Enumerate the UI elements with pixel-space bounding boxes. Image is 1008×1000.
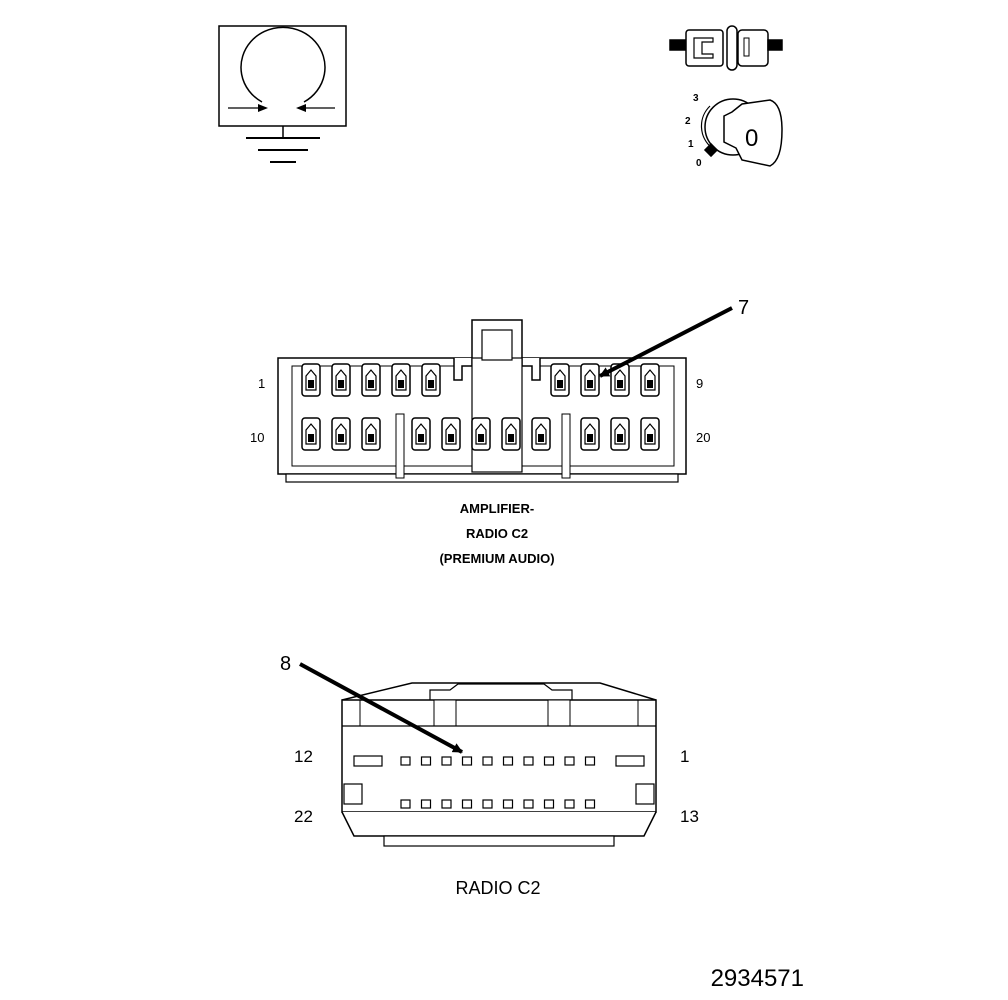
pin-cavity bbox=[640, 417, 660, 451]
callout-7-arrow bbox=[599, 306, 733, 378]
pin-slot bbox=[584, 756, 596, 766]
pin-slot bbox=[584, 799, 596, 809]
callout-7: 7 bbox=[738, 297, 749, 319]
pin-cavity bbox=[610, 417, 630, 451]
ignition-pos-0: 0 bbox=[696, 158, 702, 169]
pin-cavity bbox=[391, 363, 411, 397]
radio-pin-label-bottom-right: 13 bbox=[680, 807, 699, 826]
amp-caption-line-1: AMPLIFIER- bbox=[460, 501, 534, 516]
pin-slot bbox=[564, 799, 575, 809]
pin-slot bbox=[502, 756, 514, 766]
radio-connector: 12 1 22 13 8 RADIO C2 bbox=[280, 653, 699, 898]
pin-cavity bbox=[331, 363, 351, 397]
pin-slot bbox=[461, 799, 473, 809]
pin-slot bbox=[353, 755, 383, 767]
pin-slot bbox=[400, 799, 411, 809]
pin-slot bbox=[400, 756, 411, 766]
ignition-pos-1: 1 bbox=[688, 139, 694, 150]
pin-cavity bbox=[501, 417, 521, 451]
pin-slot bbox=[420, 756, 432, 766]
pin-slot bbox=[482, 799, 493, 809]
plug-symbol-icon bbox=[669, 25, 783, 71]
amp-caption-line-3: (PREMIUM AUDIO) bbox=[439, 551, 554, 566]
pin-cavity bbox=[361, 417, 381, 451]
radio-pin-label-bottom-left: 22 bbox=[294, 807, 313, 826]
pin-cavity bbox=[580, 363, 600, 397]
pin-slot bbox=[523, 799, 534, 809]
amp-pin-label-top-right: 9 bbox=[696, 376, 703, 391]
pin-cavity bbox=[411, 417, 431, 451]
pin-slot bbox=[543, 756, 555, 766]
pin-cavity bbox=[331, 417, 351, 451]
pin-slot bbox=[523, 756, 534, 766]
pin-cavity bbox=[471, 417, 491, 451]
callout-8: 8 bbox=[280, 653, 291, 675]
amp-caption-line-2: RADIO C2 bbox=[466, 526, 528, 541]
pin-slot bbox=[461, 756, 473, 766]
figure-number: 2934571 bbox=[711, 965, 804, 992]
pin-slot bbox=[441, 799, 452, 809]
pin-slot bbox=[482, 756, 493, 766]
pin-cavity bbox=[580, 417, 600, 451]
ground-symbol-icon bbox=[218, 25, 347, 163]
ignition-pos-3: 3 bbox=[693, 93, 699, 104]
radio-caption: RADIO C2 bbox=[455, 878, 540, 898]
amp-pin-label-top-left: 1 bbox=[258, 376, 265, 391]
pin-cavity bbox=[301, 363, 321, 397]
pin-cavity bbox=[361, 363, 381, 397]
pin-slot bbox=[615, 755, 645, 767]
pin-slot bbox=[420, 799, 432, 809]
ignition-key-symbol: 0 bbox=[745, 125, 758, 152]
pin-slot bbox=[564, 756, 575, 766]
radio-pin-label-top-left: 12 bbox=[294, 747, 313, 766]
ignition-key-icon: 3 2 1 0 0 bbox=[685, 93, 783, 169]
pin-slot bbox=[502, 799, 514, 809]
pin-slot bbox=[543, 799, 555, 809]
pin-cavity bbox=[550, 363, 570, 397]
pin-cavity bbox=[441, 417, 461, 451]
amplifier-connector: 1 9 10 20 7 AMPLIFIER- RADIO C2 (PREMIUM… bbox=[250, 297, 749, 566]
amp-pin-label-bottom-left: 10 bbox=[250, 430, 264, 445]
amp-pin-label-bottom-right: 20 bbox=[696, 430, 710, 445]
pin-slot bbox=[441, 756, 452, 766]
pin-cavity bbox=[301, 417, 321, 451]
pin-cavity bbox=[531, 417, 551, 451]
callout-8-arrow bbox=[299, 662, 463, 754]
pin-cavity bbox=[421, 363, 441, 397]
radio-pin-label-top-right: 1 bbox=[680, 747, 689, 766]
pin-cavity bbox=[640, 363, 660, 397]
ignition-pos-2: 2 bbox=[685, 116, 691, 127]
